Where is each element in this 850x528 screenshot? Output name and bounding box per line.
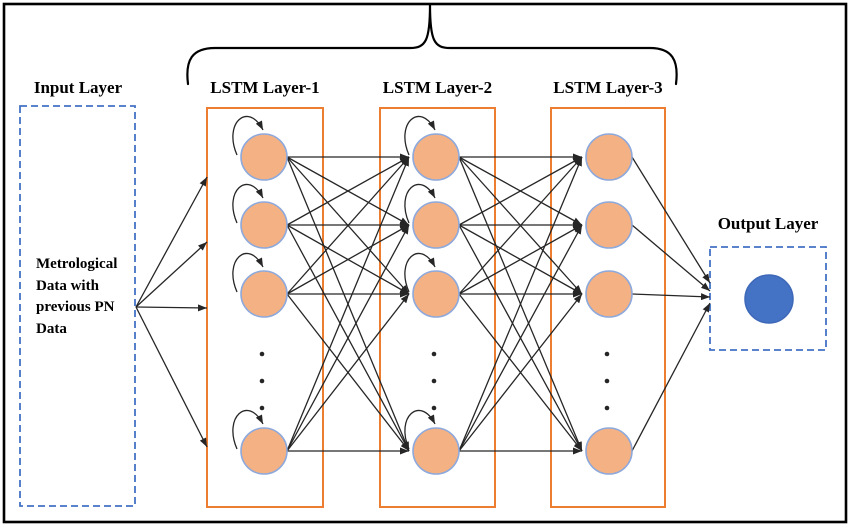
lstm-node [585,270,633,318]
lstm-layer-3-title: LSTM Layer-3 [553,78,663,97]
lstm-node [412,270,460,318]
connection-arrow [286,156,410,452]
output-layer-title: Output Layer [717,214,819,233]
ellipsis-dot [259,378,265,384]
input-layer-box [19,105,136,507]
connection-arrow [286,293,410,452]
lstm-layer-1-title: LSTM Layer-1 [210,78,320,97]
input-data-line: Metrological [36,256,118,272]
lstm-layer-3-box [550,107,666,508]
lstm-node [240,270,288,318]
lstm-layers-brace [186,3,678,86]
output-layer-box [709,246,827,351]
input-data-line: previous PN [36,299,115,315]
connection-arrow [458,156,583,226]
self-loop-arrow [232,183,264,224]
output-arrow [631,302,711,452]
ellipsis-dot [431,405,437,411]
self-loop-arrow [404,115,436,156]
connection-arrow [458,156,583,295]
ellipsis-dot [431,378,437,384]
ellipsis-dot [604,378,610,384]
ellipsis-dot [259,351,265,357]
lstm-node [240,201,288,249]
connection-arrow [458,224,583,295]
input-layer-title: Input Layer [33,78,123,97]
self-loop-arrow [232,252,264,293]
lstm-layer-2-box [379,107,496,508]
output-node [744,274,794,324]
connection-arrow [458,156,583,452]
lstm-node [412,133,460,181]
input-arrow [135,306,208,448]
lstm-node [585,133,633,181]
ellipsis-dot [604,405,610,411]
ellipsis-dot [259,405,265,411]
output-arrow [631,293,711,301]
input-arrow [135,176,208,308]
input-data-line: Data [36,320,67,337]
output-arrow [631,224,711,292]
ellipsis-dot [431,351,437,357]
lstm-layer-2-title: LSTM Layer-2 [382,78,493,97]
self-loop-arrow [404,409,436,450]
connection-arrow [286,224,410,295]
output-arrow [631,156,711,284]
lstm-node [240,427,288,475]
input-data-line: Data with [36,277,99,294]
lstm-node [585,201,633,249]
self-loop-arrow [232,409,264,450]
input-data-text: Metrological Data with previous PN Data [36,254,132,340]
lstm-node [240,133,288,181]
self-loop-arrow [232,115,264,156]
self-loop-arrow [404,183,436,224]
lstm-node [412,427,460,475]
self-loop-arrow [404,252,436,293]
input-arrow [135,241,208,308]
ellipsis-dot [604,351,610,357]
lstm-node [412,201,460,249]
connection-arrow [458,224,583,452]
connection-arrow [286,156,410,226]
connection-arrow [286,224,410,452]
connection-arrow [458,293,583,452]
connection-arrow [286,156,410,295]
input-arrow [135,304,208,312]
lstm-node [585,427,633,475]
